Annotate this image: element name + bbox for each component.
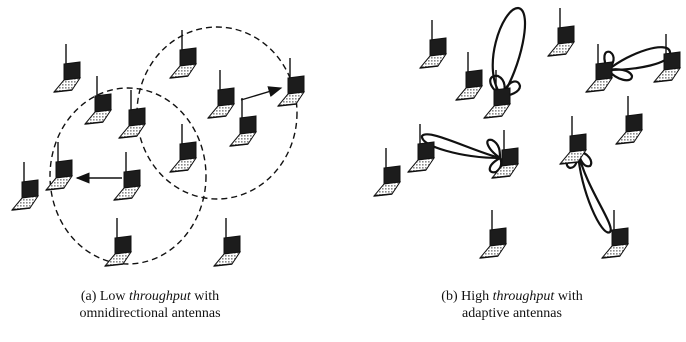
laptop-icon [228, 98, 258, 147]
caption-line-1: (a) Low throughput with [0, 288, 300, 305]
caption-text: with [190, 289, 220, 304]
caption-text: (a) Low [80, 289, 130, 304]
laptop-icon [482, 70, 512, 119]
laptop-icon [614, 96, 644, 145]
laptop-icon [558, 116, 588, 165]
laptop-icon [44, 142, 74, 191]
laptop-icon [276, 58, 306, 107]
laptop-icon [418, 20, 448, 69]
laptop-icon [546, 8, 576, 57]
panel-omnidirectional [10, 26, 306, 267]
laptop-icon [168, 30, 198, 79]
caption-text: (b) High [441, 289, 493, 304]
laptop-icon [584, 44, 614, 93]
laptop-group-adaptive [372, 8, 682, 259]
beam-main-lobe [604, 46, 672, 72]
beam-main-lobe [576, 151, 612, 234]
caption-line-2: adaptive antennas [462, 306, 562, 321]
laptop-icon [103, 218, 133, 267]
caption-line-2: omnidirectional antennas [79, 306, 221, 321]
beam-main-lobe [420, 133, 501, 160]
caption-emphasis: throughput [129, 289, 191, 304]
laptop-icon [52, 44, 82, 93]
laptop-icon [112, 152, 142, 201]
laptop-icon [117, 90, 147, 139]
beam-main-lobe [491, 6, 527, 98]
laptop-icon [10, 162, 40, 211]
laptop-icon [454, 52, 484, 101]
laptop-icon [490, 130, 520, 179]
laptop-icon [206, 70, 236, 119]
panel-adaptive [372, 6, 682, 259]
caption-text: with [554, 289, 583, 304]
laptop-icon [406, 124, 436, 173]
beam-side-lobe [488, 156, 503, 174]
caption-omnidirectional: (a) Low throughput with omnidirectional … [0, 288, 300, 322]
laptop-icon [372, 148, 402, 197]
caption-emphasis: throughput [492, 289, 555, 304]
caption-adaptive: (b) High throughput with adaptive antenn… [362, 288, 662, 322]
laptop-icon [652, 34, 682, 83]
laptop-icon [83, 76, 113, 125]
laptop-group-omni [10, 30, 306, 267]
transmission-arrow-right [240, 86, 283, 101]
caption-line-1: (b) High throughput with [362, 288, 662, 305]
beam-side-lobe [606, 68, 634, 82]
laptop-icon [600, 210, 630, 259]
laptop-icon [168, 124, 198, 173]
coverage-circle-left [49, 87, 207, 265]
beam-pattern-center [565, 150, 612, 234]
laptop-icon [212, 218, 242, 267]
beam-pattern-left [420, 133, 503, 174]
beam-side-lobe [486, 138, 502, 161]
laptop-icon [478, 210, 508, 259]
